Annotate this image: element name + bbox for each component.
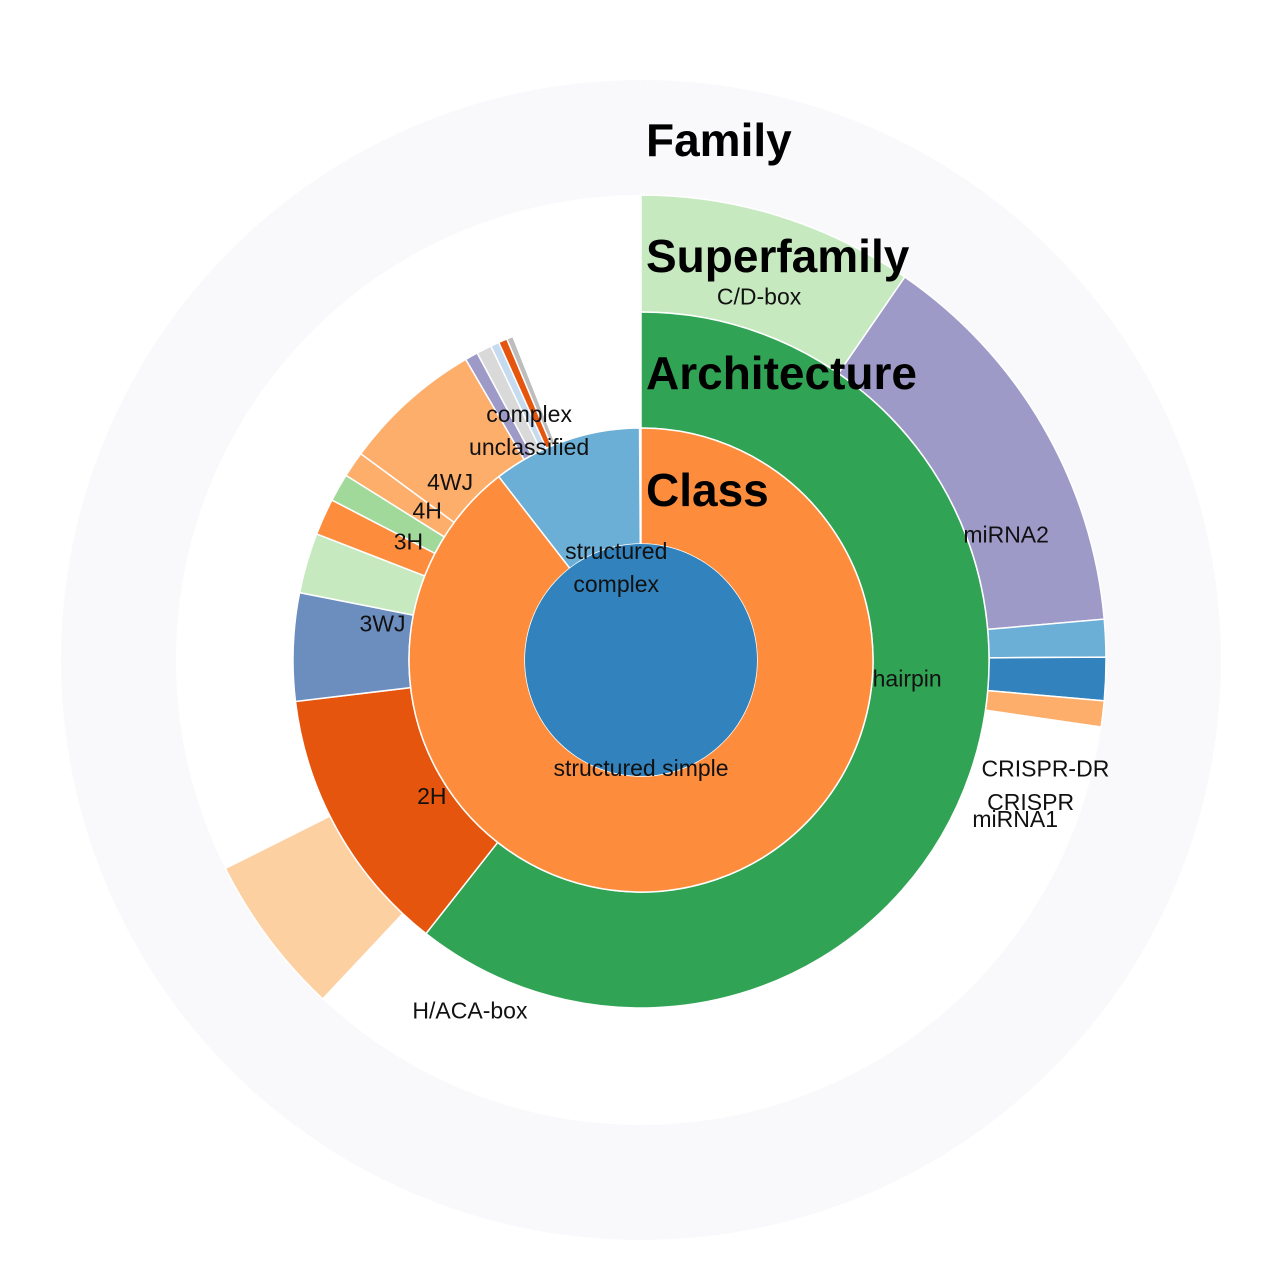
ring-title-superfamily: Superfamily bbox=[646, 230, 910, 282]
ring-title-class: Class bbox=[646, 464, 769, 516]
class-ring bbox=[408, 427, 874, 893]
label-3h: 3H bbox=[394, 529, 423, 555]
label-mirna2: miRNA2 bbox=[963, 521, 1049, 547]
label-hairpin: hairpin bbox=[873, 666, 942, 692]
ring-title-architecture: Architecture bbox=[646, 347, 917, 399]
label-mirna1: miRNA1 bbox=[972, 806, 1058, 832]
center-disc bbox=[525, 544, 757, 776]
label-4h: 4H bbox=[412, 497, 441, 523]
label-crispr: CRISPR bbox=[987, 789, 1074, 815]
architecture-ring bbox=[292, 311, 990, 1009]
superfamily-ring bbox=[224, 194, 1107, 1001]
label-4wj: 4WJ bbox=[427, 469, 473, 495]
label-3wj: 3WJ bbox=[360, 611, 406, 637]
label-c-d-box: C/D-box bbox=[717, 284, 802, 310]
ring-titles: Family Superfamily Architecture Class bbox=[646, 114, 917, 516]
ring-title-family: Family bbox=[646, 114, 792, 166]
label-h-aca-box: H/ACA-box bbox=[412, 998, 528, 1024]
label-structured-simple: structured simple bbox=[553, 755, 728, 781]
label-crispr-dr: CRISPR-DR bbox=[982, 755, 1110, 781]
label-2h: 2H bbox=[417, 783, 446, 809]
